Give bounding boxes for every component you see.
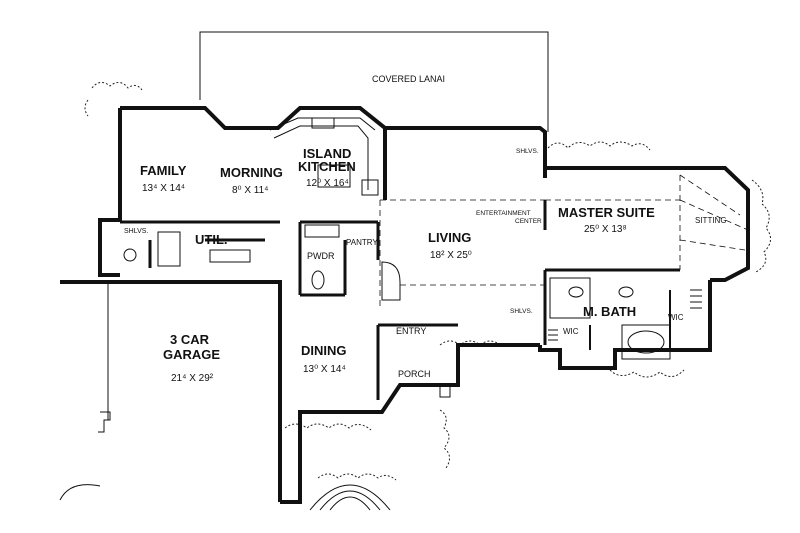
- family-label: FAMILY: [140, 163, 187, 178]
- living-dimensions: 18² X 25⁰: [430, 250, 472, 261]
- family-dimensions: 13⁴ X 14⁴: [142, 183, 185, 194]
- kitchen-counters: [269, 117, 379, 196]
- master-suite-dimensions: 25⁰ X 13⁸: [584, 224, 627, 235]
- dashed-boundaries: [379, 174, 749, 310]
- covered-lanai-label: COVERED LANAI: [372, 74, 445, 84]
- living-label: LIVING: [428, 230, 471, 245]
- master-bath-label: M. BATH: [583, 304, 636, 319]
- garage-label-line2: GARAGE: [163, 347, 220, 362]
- living-shelves-label: SHLVS.: [516, 148, 539, 155]
- pantry-label: PANTRY: [346, 238, 378, 247]
- powder-room-label: PWDR: [307, 251, 335, 261]
- walk-in-closet-left-label: WIC: [563, 327, 579, 336]
- util-label: UTIL.: [195, 232, 228, 247]
- dining-label: DINING: [301, 343, 347, 358]
- morning-label: MORNING: [220, 165, 283, 180]
- exterior-walls: [60, 106, 750, 504]
- porch-label: PORCH: [398, 369, 431, 379]
- util-shelves-label: SHLVS.: [124, 228, 148, 235]
- kitchen-label: KITCHEN: [298, 159, 356, 174]
- dining-dimensions: 13⁰ X 14⁴: [303, 364, 346, 375]
- bath-shelves-label: SHLVS.: [510, 308, 533, 315]
- walk-in-closet-right-label: WIC: [668, 313, 684, 322]
- island-label: ISLAND: [303, 146, 351, 161]
- fixtures: [59, 224, 702, 511]
- master-suite-label: MASTER SUITE: [558, 205, 655, 220]
- entry-label: ENTRY: [396, 326, 426, 336]
- morning-dimensions: 8⁰ X 11⁴: [232, 185, 268, 196]
- sitting-label: SITTING: [695, 216, 727, 225]
- garage-dimensions: 21⁴ X 29²: [171, 373, 214, 384]
- kitchen-dimensions: 12⁰ X 16⁴: [306, 178, 349, 189]
- covered-lanai-outline: [199, 31, 549, 132]
- center-label: CENTER: [515, 218, 542, 225]
- garage-label-line1: 3 CAR: [170, 332, 210, 347]
- entertainment-label: ENTERTAINMENT: [476, 210, 531, 217]
- interior-walls: [107, 200, 680, 420]
